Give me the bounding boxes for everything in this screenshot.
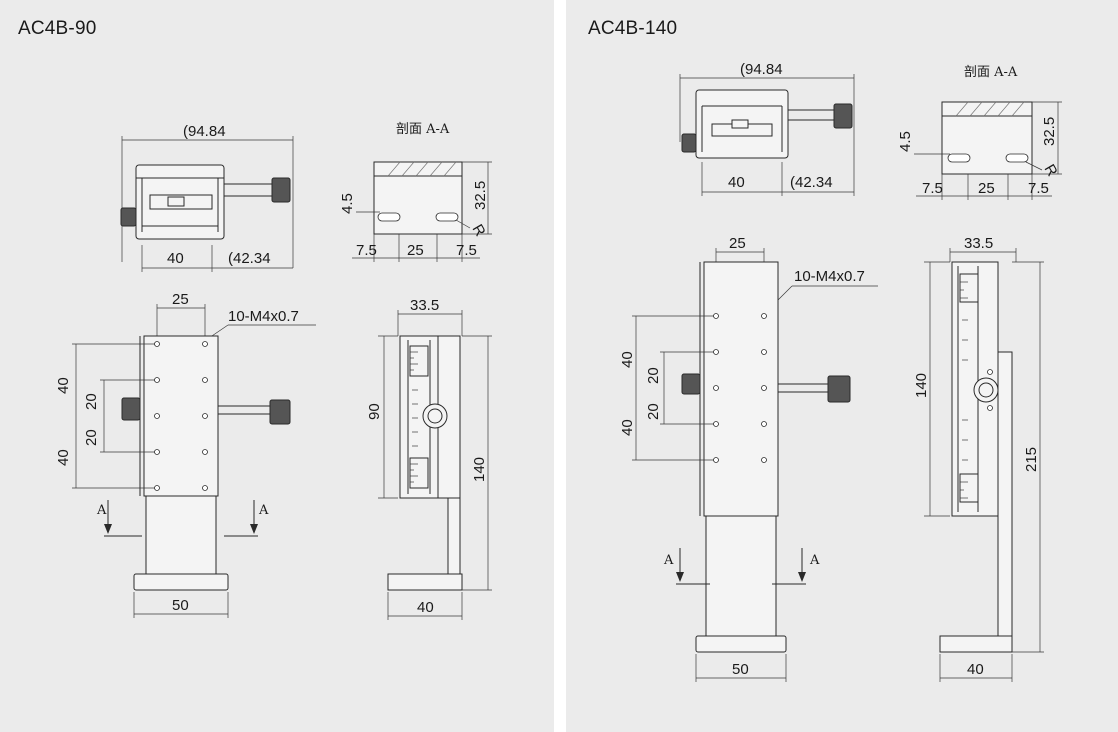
drawing-ac4b-140: (94.84 40 (42.34 剖面 A-A bbox=[619, 61, 1062, 682]
dim-section-mid: 25 bbox=[978, 180, 995, 197]
front-view: 25 10-M4x0.7 bbox=[55, 291, 316, 618]
dim-slot-height: 4.5 bbox=[339, 193, 356, 214]
dim-hole-spacing: 25 bbox=[729, 235, 746, 252]
thread-callout: 10-M4x0.7 bbox=[228, 308, 299, 325]
panel-ac4b-140: AC4B-140 (94.84 40 (42.34 剖面 A-A bbox=[566, 0, 1118, 732]
dim-base-width: 40 bbox=[167, 250, 184, 267]
section-label: 剖面 A-A bbox=[396, 122, 450, 137]
dim-pitch-c: 20 bbox=[83, 429, 100, 446]
dim-travel: 90 bbox=[366, 403, 383, 420]
section-view: 剖面 A-A 32.5 4.5 7.5 25 7.5 R bbox=[339, 122, 492, 262]
section-view: 剖面 A-A 32.5 4.5 7.5 25 7.5 R bbox=[897, 65, 1062, 200]
dim-pitch-b: 20 bbox=[83, 393, 100, 410]
dim-pitch-b: 20 bbox=[645, 367, 662, 384]
dim-side-height: 215 bbox=[1023, 447, 1040, 472]
dim-section-left: 7.5 bbox=[356, 242, 377, 259]
dim-total-width: (94.84 bbox=[740, 61, 783, 78]
side-view: 33.5 140 bbox=[913, 235, 1044, 682]
section-mark-right: A bbox=[258, 503, 269, 518]
dim-base-width: 50 bbox=[172, 597, 189, 614]
dim-pitch-d: 40 bbox=[619, 419, 636, 436]
dim-section-mid: 25 bbox=[407, 242, 424, 259]
dim-base-width: 50 bbox=[732, 661, 749, 678]
dim-side-width: 33.5 bbox=[964, 235, 993, 252]
section-mark-left: A bbox=[96, 503, 107, 518]
model-title: AC4B-90 bbox=[18, 18, 97, 39]
model-title: AC4B-140 bbox=[588, 18, 678, 39]
dim-pitch-a: 40 bbox=[619, 351, 636, 368]
dim-pitch-a: 40 bbox=[55, 377, 72, 394]
dim-slot-height: 4.5 bbox=[897, 131, 914, 152]
dim-total-width: (94.84 bbox=[183, 123, 226, 140]
dim-radius: R bbox=[469, 222, 489, 240]
panel-ac4b-90: AC4B-90 (94.84 40 (42.34 剖面 A bbox=[0, 0, 554, 732]
top-view: (94.84 40 (42.34 bbox=[679, 61, 855, 196]
dim-knob-length: (42.34 bbox=[790, 174, 833, 191]
dim-base-width: 40 bbox=[728, 174, 745, 191]
dim-pitch-d: 40 bbox=[55, 449, 72, 466]
section-mark-left: A bbox=[663, 553, 674, 568]
drawing-ac4b-90: (94.84 40 (42.34 剖面 A-A bbox=[55, 122, 492, 620]
top-view: (94.84 40 (42.34 bbox=[120, 123, 294, 272]
section-mark-right: A bbox=[809, 553, 820, 568]
dim-travel: 140 bbox=[913, 373, 930, 398]
dim-section-height: 32.5 bbox=[472, 181, 489, 210]
dim-side-height: 140 bbox=[471, 457, 488, 482]
dim-pitch-c: 20 bbox=[645, 403, 662, 420]
side-view: 33.5 90 bbox=[366, 297, 492, 620]
dim-section-right: 7.5 bbox=[456, 242, 477, 259]
dim-side-width: 33.5 bbox=[410, 297, 439, 314]
thread-callout: 10-M4x0.7 bbox=[794, 268, 865, 285]
dim-radius: R bbox=[1041, 162, 1061, 180]
dim-knob-length: (42.34 bbox=[228, 250, 271, 267]
section-label: 剖面 A-A bbox=[964, 65, 1018, 80]
dim-section-height: 32.5 bbox=[1041, 117, 1058, 146]
dim-section-right: 7.5 bbox=[1028, 180, 1049, 197]
dim-hole-spacing: 25 bbox=[172, 291, 189, 308]
front-view: 25 10-M4x0.7 40 bbox=[619, 235, 878, 682]
dim-side-base: 40 bbox=[417, 599, 434, 616]
dim-section-left: 7.5 bbox=[922, 180, 943, 197]
dim-side-base: 40 bbox=[967, 661, 984, 678]
